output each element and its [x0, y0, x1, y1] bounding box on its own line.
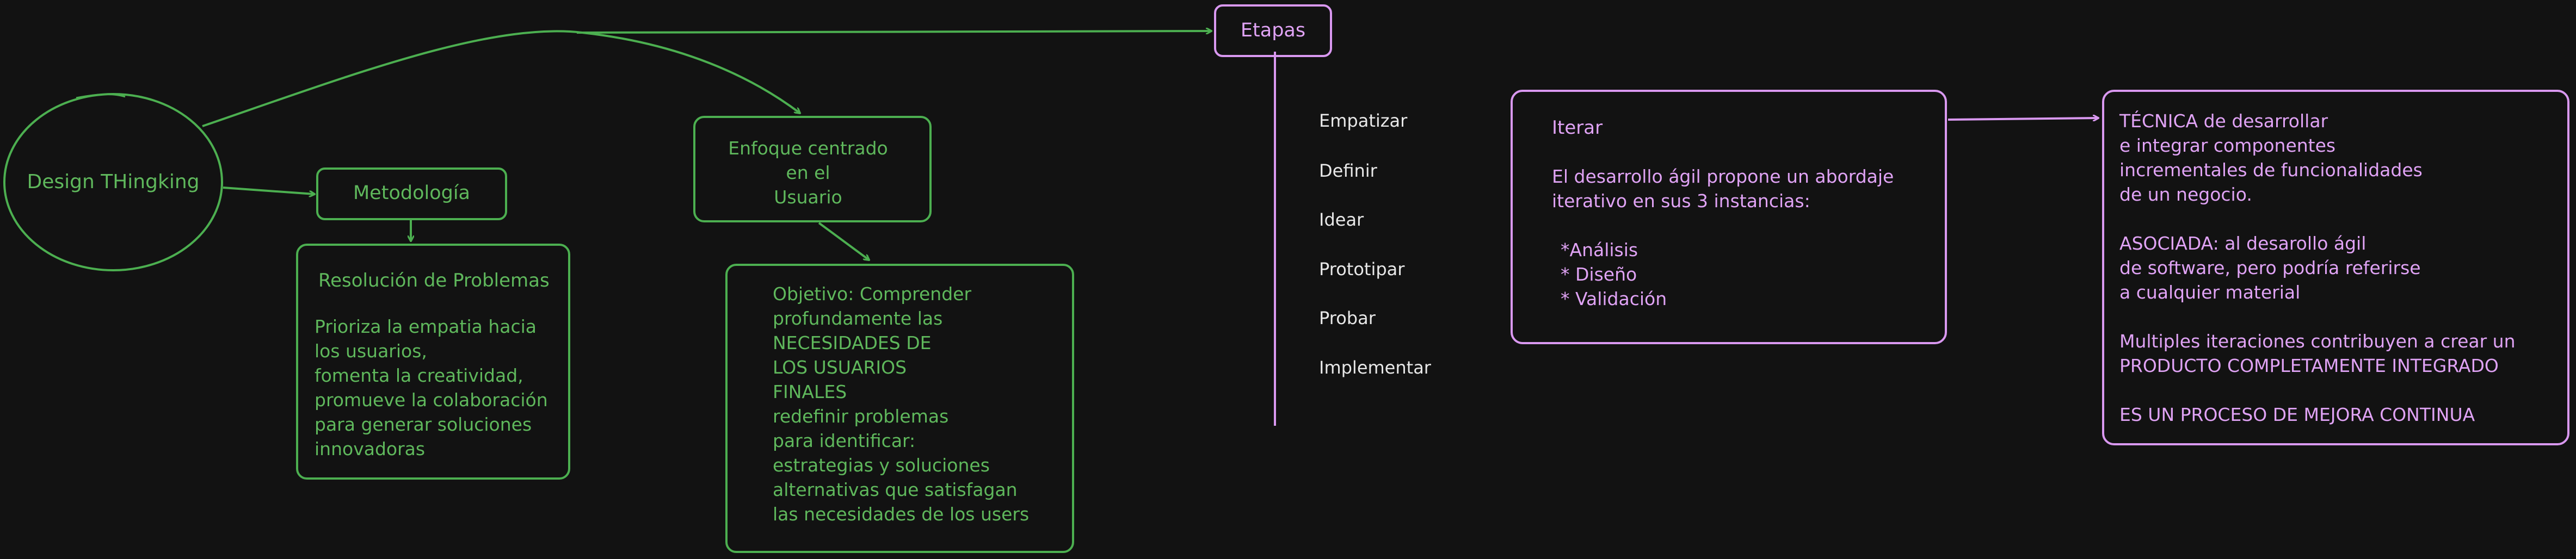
enfoque-label: Enfoque centrado en el Usuario — [728, 138, 888, 208]
objetivo-label: Objetivo: Comprender profundamente las N… — [773, 283, 1030, 525]
arrow-enfoque-to-objetivo — [818, 222, 869, 260]
iterar-title: Iterar — [1552, 117, 1603, 139]
stage-idear: Idear — [1319, 209, 1364, 230]
etapas-node[interactable] — [1214, 4, 1332, 57]
stage-empatizar: Empatizar — [1319, 110, 1408, 131]
design-thinking-label: Design THingking — [27, 171, 200, 193]
ellipse-sketch-tick — [76, 94, 126, 99]
etapas-label: Etapas — [1240, 20, 1306, 41]
arrow-iterar-to-tecnica — [1948, 118, 2098, 120]
resolucion-title: Resolución de Problemas — [318, 270, 550, 291]
iterar-list: *Análisis * Diseño * Validación — [1561, 239, 1667, 309]
arrow-design-to-etapas — [576, 31, 1211, 33]
stage-definir: Definir — [1319, 160, 1377, 181]
iterar-body: El desarrollo ágil propone un abordaje i… — [1552, 166, 1894, 212]
objetivo-node[interactable] — [725, 264, 1074, 553]
enfoque-node[interactable] — [693, 116, 932, 222]
resolucion-body: Prioriza la empatia hacia los usuarios, … — [315, 316, 548, 459]
stage-prototipar: Prototipar — [1319, 259, 1405, 280]
arrow-design-to-enfoque — [202, 30, 800, 127]
stage-probar: Probar — [1319, 308, 1376, 328]
iterar-node[interactable] — [1511, 90, 1947, 344]
arrow-design-to-metodologia — [223, 187, 315, 194]
tecnica-label: TÉCNICA de desarrollar e integrar compon… — [2119, 110, 2516, 425]
tecnica-node[interactable] — [2102, 90, 2569, 445]
metodologia-label: Metodología — [353, 182, 471, 204]
resolucion-node[interactable] — [296, 244, 570, 480]
stage-implementar: Implementar — [1319, 357, 1431, 378]
